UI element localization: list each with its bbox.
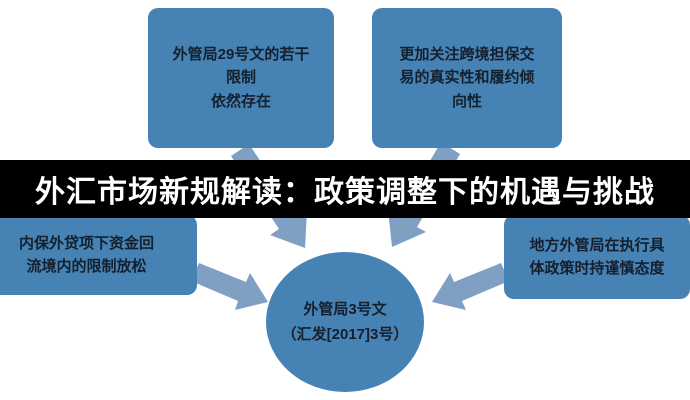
node-left-text: 内保外贷项下资金回 流境内的限制放松	[18, 234, 154, 275]
node-right: 地方外管局在执行具 体政策时持谨慎态度	[504, 215, 690, 299]
arrow-left-to-center	[191, 263, 268, 310]
arrow-right-to-center	[432, 263, 509, 310]
center-node: 外管局3号文 （汇发[2017]3号）	[266, 252, 424, 392]
node-top-left: 外管局29号文的若干 限制 依然存在	[148, 8, 334, 148]
node-top-right: 更加关注跨境担保交 易的真实性和履约倾 向性	[372, 8, 562, 148]
title-banner: 外汇市场新规解读：政策调整下的机遇与挑战	[0, 160, 690, 218]
node-right-text: 地方外管局在执行具 体政策时持谨慎态度	[529, 236, 665, 277]
page-title: 外汇市场新规解读：政策调整下的机遇与挑战	[35, 176, 655, 209]
node-top-left-text: 外管局29号文的若干 限制 依然存在	[172, 46, 310, 110]
node-top-right-text: 更加关注跨境担保交 易的真实性和履约倾 向性	[399, 46, 535, 110]
node-left: 内保外贷项下资金回 流境内的限制放松	[0, 215, 197, 295]
center-node-text: 外管局3号文 （汇发[2017]3号）	[281, 300, 409, 344]
